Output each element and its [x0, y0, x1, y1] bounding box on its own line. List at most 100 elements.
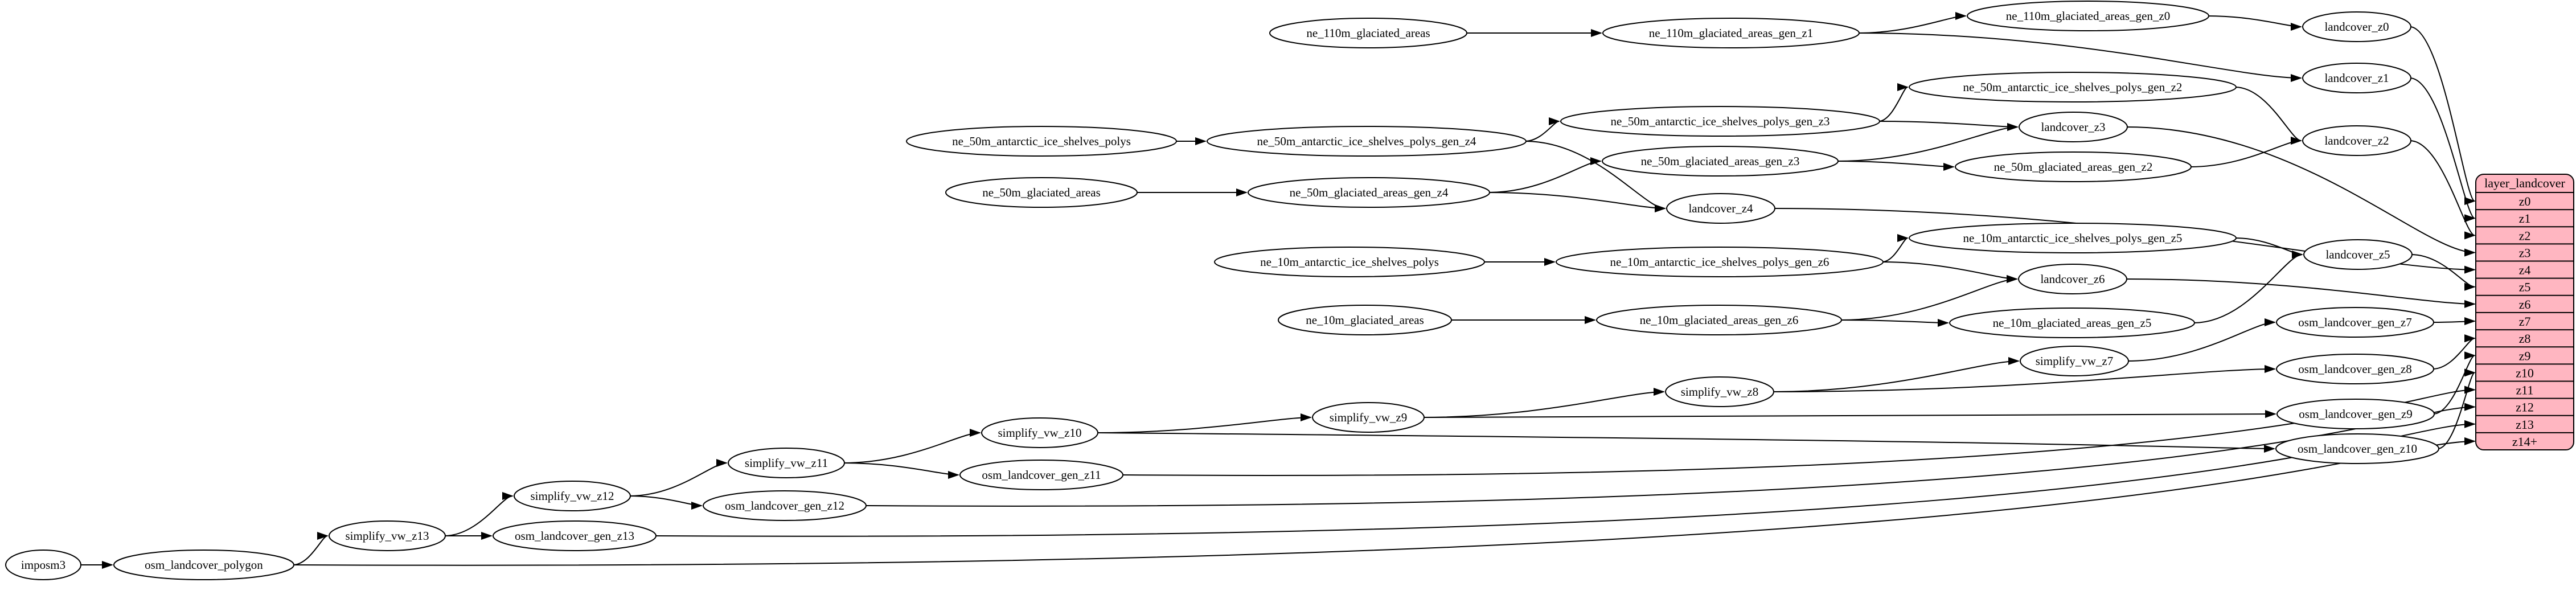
node-ellipse-ne_50m_glaciated_areas	[945, 177, 1138, 208]
node-label-ne_50m_antarctic_ice_shelves_polys_gen_z3: ne_50m_antarctic_ice_shelves_polys_gen_z…	[1611, 114, 1830, 128]
table-row-label-z8: z8	[2519, 331, 2531, 346]
table-row-label-z7: z7	[2519, 314, 2531, 329]
edge-simplify_vw_z10-to-simplify_vw_z9	[1096, 413, 1312, 433]
node-ellipse-simplify_vw_z7	[2020, 346, 2129, 376]
node-ne_10m_glaciated_areas: ne_10m_glaciated_areas	[1278, 305, 1452, 335]
node-landcover_z3: landcover_z3	[2019, 112, 2128, 142]
node-ne_50m_glaciated_areas: ne_50m_glaciated_areas	[945, 177, 1138, 208]
node-label-simplify_vw_z11: simplify_vw_z11	[745, 456, 828, 470]
table-row-label-z6: z6	[2519, 297, 2531, 311]
node-ellipse-osm_landcover_gen_z8	[2276, 354, 2434, 384]
table-row-label-z14+: z14+	[2512, 434, 2537, 449]
node-ellipse-ne_50m_antarctic_ice_shelves_polys_gen_z2	[1909, 72, 2237, 102]
node-label-osm_landcover_polygon: osm_landcover_polygon	[145, 558, 263, 572]
edge-ne_110m_glaciated_areas_gen_z0-to-landcover_z0	[2207, 15, 2302, 31]
edge-simplify_vw_z8-to-simplify_vw_z7	[1772, 357, 2020, 392]
node-ellipse-landcover_z4	[1666, 193, 1775, 224]
node-ne_50m_antarctic_ice_shelves_polys_gen_z3: ne_50m_antarctic_ice_shelves_polys_gen_z…	[1560, 106, 1880, 137]
node-label-simplify_vw_z9: simplify_vw_z9	[1330, 411, 1408, 424]
node-ne_50m_glaciated_areas_gen_z3: ne_50m_glaciated_areas_gen_z3	[1602, 146, 1839, 177]
node-label-ne_50m_glaciated_areas_gen_z4: ne_50m_glaciated_areas_gen_z4	[1290, 186, 1449, 199]
edge-ne_110m_glaciated_areas_gen_z1-to-ne_110m_glaciated_areas_gen_z0	[1857, 12, 1967, 34]
node-label-ne_10m_glaciated_areas_gen_z5: ne_10m_glaciated_areas_gen_z5	[1993, 316, 2152, 330]
edge-ne_50m_glaciated_areas_gen_z3-to-landcover_z3	[1836, 123, 2019, 162]
edge-landcover_z6-to-table-row-z6	[2125, 278, 2476, 308]
node-label-ne_50m_glaciated_areas: ne_50m_glaciated_areas	[982, 186, 1101, 199]
edge-ne_50m_antarctic_ice_shelves_polys_gen_z2-to-landcover_z2	[2234, 87, 2302, 145]
node-label-simplify_vw_z10: simplify_vw_z10	[998, 426, 1082, 440]
node-landcover_z4: landcover_z4	[1666, 193, 1775, 224]
node-label-osm_landcover_gen_z8: osm_landcover_gen_z8	[2298, 362, 2411, 376]
node-simplify_vw_z7: simplify_vw_z7	[2020, 346, 2129, 376]
node-label-landcover_z4: landcover_z4	[1688, 202, 1753, 215]
node-osm_landcover_polygon: osm_landcover_polygon	[113, 550, 294, 580]
node-osm_landcover_gen_z8: osm_landcover_gen_z8	[2276, 354, 2434, 384]
node-osm_landcover_gen_z10: osm_landcover_gen_z10	[2275, 433, 2439, 464]
edge-simplify_vw_z12-to-osm_landcover_gen_z12	[629, 495, 703, 510]
node-ellipse-ne_10m_glaciated_areas_gen_z6	[1596, 305, 1842, 335]
table-row-label-z3: z3	[2519, 245, 2531, 260]
node-label-ne_110m_glaciated_areas_gen_z0: ne_110m_glaciated_areas_gen_z0	[2006, 9, 2170, 23]
node-label-ne_110m_glaciated_areas_gen_z1: ne_110m_glaciated_areas_gen_z1	[1649, 26, 1813, 40]
node-ellipse-imposm3	[5, 550, 81, 580]
edge-osm_landcover_gen_z8-to-table-row-z8	[2432, 334, 2476, 370]
node-simplify_vw_z11: simplify_vw_z11	[728, 448, 845, 478]
node-osm_landcover_gen_z13: osm_landcover_gen_z13	[493, 520, 657, 551]
node-label-ne_10m_glaciated_areas_gen_z6: ne_10m_glaciated_areas_gen_z6	[1640, 313, 1799, 327]
nodes-layer: imposm3 osm_landcover_polygon simplify_vw_…	[5, 1, 2439, 580]
node-ellipse-ne_10m_antarctic_ice_shelves_polys_gen_z5	[1909, 223, 2237, 253]
node-label-osm_landcover_gen_z11: osm_landcover_gen_z11	[982, 468, 1101, 482]
node-label-ne_50m_antarctic_ice_shelves_polys_gen_z4: ne_50m_antarctic_ice_shelves_polys_gen_z…	[1257, 134, 1476, 148]
node-ne_110m_glaciated_areas_gen_z1: ne_110m_glaciated_areas_gen_z1	[1602, 18, 1860, 48]
node-ne_10m_antarctic_ice_shelves_polys_gen_z5: ne_10m_antarctic_ice_shelves_polys_gen_z…	[1909, 223, 2237, 253]
node-ellipse-osm_landcover_polygon	[113, 550, 294, 580]
edge-osm_landcover_gen_z12-to-table-row-z12	[864, 403, 2476, 507]
node-label-landcover_z6: landcover_z6	[2040, 272, 2105, 286]
node-osm_landcover_gen_z7: osm_landcover_gen_z7	[2276, 307, 2434, 338]
node-label-ne_50m_glaciated_areas_gen_z2: ne_50m_glaciated_areas_gen_z2	[1994, 160, 2153, 174]
node-label-osm_landcover_gen_z12: osm_landcover_gen_z12	[725, 499, 844, 512]
node-label-landcover_z1: landcover_z1	[2324, 71, 2389, 85]
edge-ne_10m_antarctic_ice_shelves_polys_gen_z6-to-landcover_z6	[1881, 261, 2018, 283]
edge-ne_50m_glaciated_areas_gen_z4-to-landcover_z4	[1488, 192, 1666, 212]
edge-simplify_vw_z9-to-simplify_vw_z8	[1422, 388, 1665, 418]
node-ne_10m_glaciated_areas_gen_z6: ne_10m_glaciated_areas_gen_z6	[1596, 305, 1842, 335]
node-label-osm_landcover_gen_z13: osm_landcover_gen_z13	[515, 529, 634, 543]
edge-simplify_vw_z10-to-osm_landcover_gen_z10	[1096, 432, 2275, 453]
node-ellipse-ne_110m_glaciated_areas_gen_z1	[1602, 18, 1860, 48]
node-label-ne_50m_antarctic_ice_shelves_polys: ne_50m_antarctic_ice_shelves_polys	[952, 134, 1131, 148]
edge-osm_landcover_gen_z11-to-table-row-z11	[1121, 386, 2476, 476]
node-ellipse-simplify_vw_z13	[329, 520, 446, 551]
node-ellipse-osm_landcover_gen_z11	[959, 460, 1123, 490]
node-ellipse-ne_50m_antarctic_ice_shelves_polys_gen_z4	[1207, 126, 1527, 157]
node-ne_50m_antarctic_ice_shelves_polys_gen_z4: ne_50m_antarctic_ice_shelves_polys_gen_z…	[1207, 126, 1527, 157]
node-ellipse-simplify_vw_z11	[728, 448, 845, 478]
node-label-simplify_vw_z12: simplify_vw_z12	[531, 489, 614, 503]
node-ellipse-landcover_z1	[2302, 63, 2411, 93]
node-simplify_vw_z13: simplify_vw_z13	[329, 520, 446, 551]
node-ellipse-simplify_vw_z12	[514, 481, 631, 511]
node-landcover_z1: landcover_z1	[2302, 63, 2411, 93]
node-landcover_z0: landcover_z0	[2302, 11, 2411, 42]
node-label-ne_10m_antarctic_ice_shelves_polys: ne_10m_antarctic_ice_shelves_polys	[1260, 255, 1439, 269]
edge-ne_50m_glaciated_areas_gen_z3-to-ne_50m_glaciated_areas_gen_z2	[1836, 161, 1955, 171]
node-osm_landcover_gen_z9: osm_landcover_gen_z9	[2276, 399, 2435, 429]
table-row-label-z12: z12	[2516, 400, 2534, 415]
node-ellipse-simplify_vw_z8	[1665, 376, 1774, 407]
edge-simplify_vw_z7-to-osm_landcover_gen_z7	[2127, 318, 2276, 362]
node-label-ne_10m_glaciated_areas: ne_10m_glaciated_areas	[1306, 313, 1424, 327]
node-label-landcover_z2: landcover_z2	[2324, 134, 2389, 147]
edge-osm_landcover_polygon-to-simplify_vw_z13	[292, 532, 329, 565]
table-row-label-z2: z2	[2519, 228, 2531, 243]
table-layer: layer_landcoverz0z1z2z3z4z5z6z7z8z9z10z1…	[2475, 174, 2574, 450]
edge-landcover_z0-to-table-row-z0	[2409, 26, 2476, 205]
node-label-ne_50m_glaciated_areas_gen_z3: ne_50m_glaciated_areas_gen_z3	[1641, 154, 1800, 168]
node-imposm3: imposm3	[5, 550, 81, 580]
node-ne_10m_glaciated_areas_gen_z5: ne_10m_glaciated_areas_gen_z5	[1949, 307, 2195, 338]
edges-layer	[80, 12, 2476, 569]
node-label-imposm3: imposm3	[21, 558, 65, 572]
node-ellipse-ne_50m_antarctic_ice_shelves_polys_gen_z3	[1560, 106, 1880, 137]
node-label-ne_10m_antarctic_ice_shelves_polys_gen_z6: ne_10m_antarctic_ice_shelves_polys_gen_z…	[1610, 255, 1830, 269]
node-landcover_z6: landcover_z6	[2018, 264, 2127, 294]
